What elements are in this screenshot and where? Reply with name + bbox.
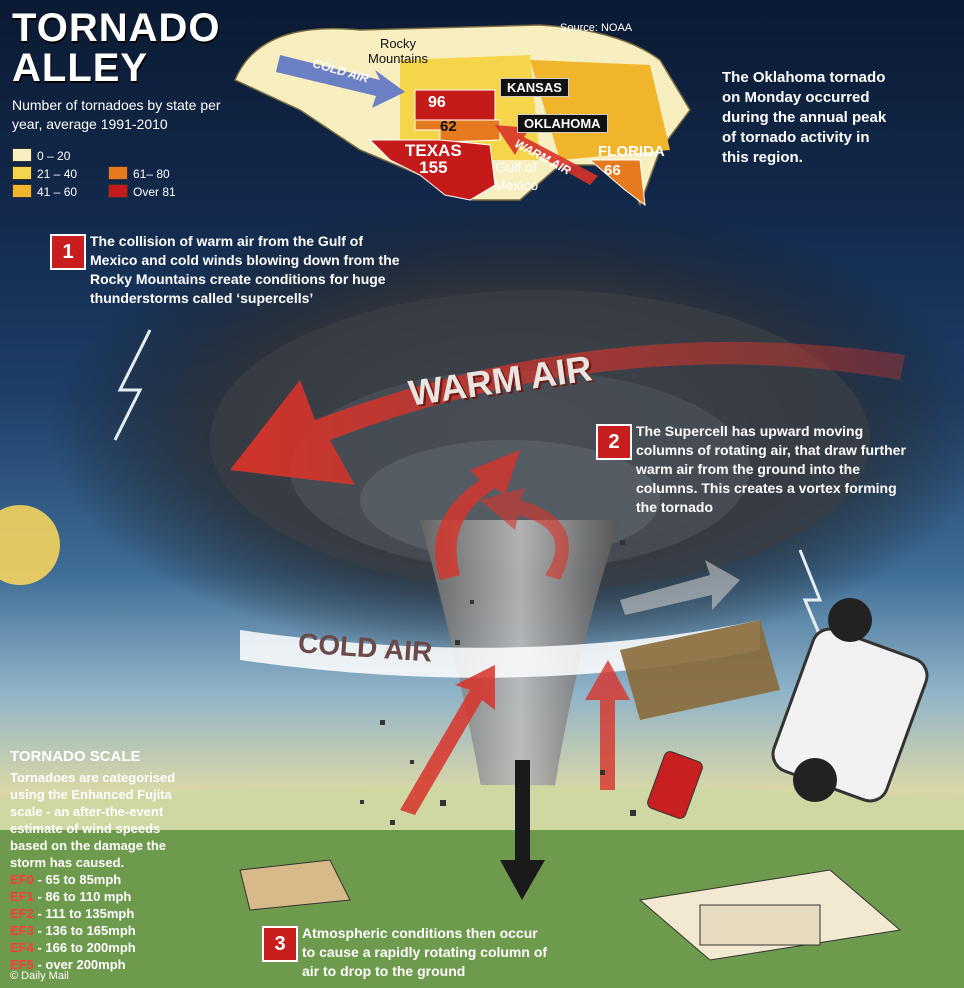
map-kansas	[414, 89, 496, 121]
sun	[0, 505, 60, 585]
red-car	[647, 751, 703, 819]
lightning-right	[798, 549, 832, 661]
oklahoma-note: The Oklahoma tornado on Monday occurred …	[722, 69, 887, 166]
scale-level: EF4 - 166 to 200mph	[10, 940, 136, 955]
scale-level: EF2 - 111 to 135mph	[10, 906, 135, 921]
downdraft-arrow	[500, 760, 545, 900]
lightning-left	[113, 329, 152, 441]
damaged-house	[638, 869, 902, 961]
funnel	[420, 520, 620, 900]
scale-description: Tornadoes are categorised using the Enha…	[10, 770, 176, 870]
scale-heading: TORNADO SCALE	[10, 748, 141, 765]
scale-level: EF5 - over 200mph	[10, 957, 126, 972]
legend-swatch	[12, 148, 32, 162]
texas-value: 155	[419, 158, 448, 177]
title-line-1: TORNADO	[12, 6, 221, 50]
legend-item: Over 81	[108, 184, 176, 199]
flying-car	[771, 598, 929, 803]
step-1-text: The collision of warm air from the Gulf …	[90, 233, 400, 306]
florida-label: FLORIDA	[598, 143, 665, 160]
source-credit: Source: NOAA	[560, 22, 633, 34]
subtitle: Number of tornadoes by state per year, a…	[12, 97, 221, 132]
step-1-number: 1	[50, 234, 86, 270]
legend-item: 0 – 20	[12, 148, 70, 163]
us-map	[234, 24, 691, 207]
legend-swatch	[12, 184, 32, 198]
tornado-scale: TORNADO SCALE Tornadoes are categorised …	[10, 748, 200, 973]
updraft-arrow-left	[400, 665, 495, 815]
legend-item: 41 – 60	[12, 184, 77, 199]
updraft-arrow-right	[585, 660, 630, 790]
barn-debris	[239, 859, 351, 911]
map-florida	[588, 159, 646, 207]
florida-value: 66	[604, 162, 621, 179]
legend-swatch	[12, 166, 32, 180]
step-3-text: Atmospheric conditions then occur to cau…	[302, 925, 548, 979]
map-warm-air-arrow	[495, 125, 598, 185]
warm-air-arrow	[230, 341, 905, 485]
debris-cloud	[360, 540, 636, 825]
legend-swatch	[108, 184, 128, 198]
step-3-number: 3	[262, 926, 298, 962]
legend-item: 61– 80	[108, 166, 170, 181]
legend-swatch	[108, 166, 128, 180]
scale-level: EF0 - 65 to 85mph	[10, 872, 122, 887]
legend-item: 21 – 40	[12, 166, 77, 181]
roof-debris	[620, 620, 780, 720]
step-2-number: 2	[596, 424, 632, 460]
kansas-value: 96	[428, 94, 446, 111]
kansas-label: KANSAS	[500, 78, 569, 97]
texas-label: TEXAS 155	[405, 141, 462, 177]
rocky-mountains-label: Rocky Mountains	[368, 36, 428, 66]
map-cold-air-arrow	[276, 55, 405, 108]
oklahoma-label: OKLAHOMA	[517, 114, 608, 133]
map-texas	[368, 139, 496, 201]
oklahoma-value: 62	[440, 118, 457, 135]
step-2-text: The Supercell has upward moving columns …	[636, 423, 906, 515]
gulf-label: Gulf of Mexico	[493, 159, 539, 193]
spiral-arrow	[435, 450, 520, 580]
page-title: TORNADO ALLEY	[12, 8, 220, 88]
credit: © Daily Mail	[10, 970, 69, 982]
scale-level: EF1 - 86 to 110 mph	[10, 889, 132, 904]
title-line-2: ALLEY	[12, 46, 149, 90]
scale-level: EF3 - 136 to 165mph	[10, 923, 136, 938]
